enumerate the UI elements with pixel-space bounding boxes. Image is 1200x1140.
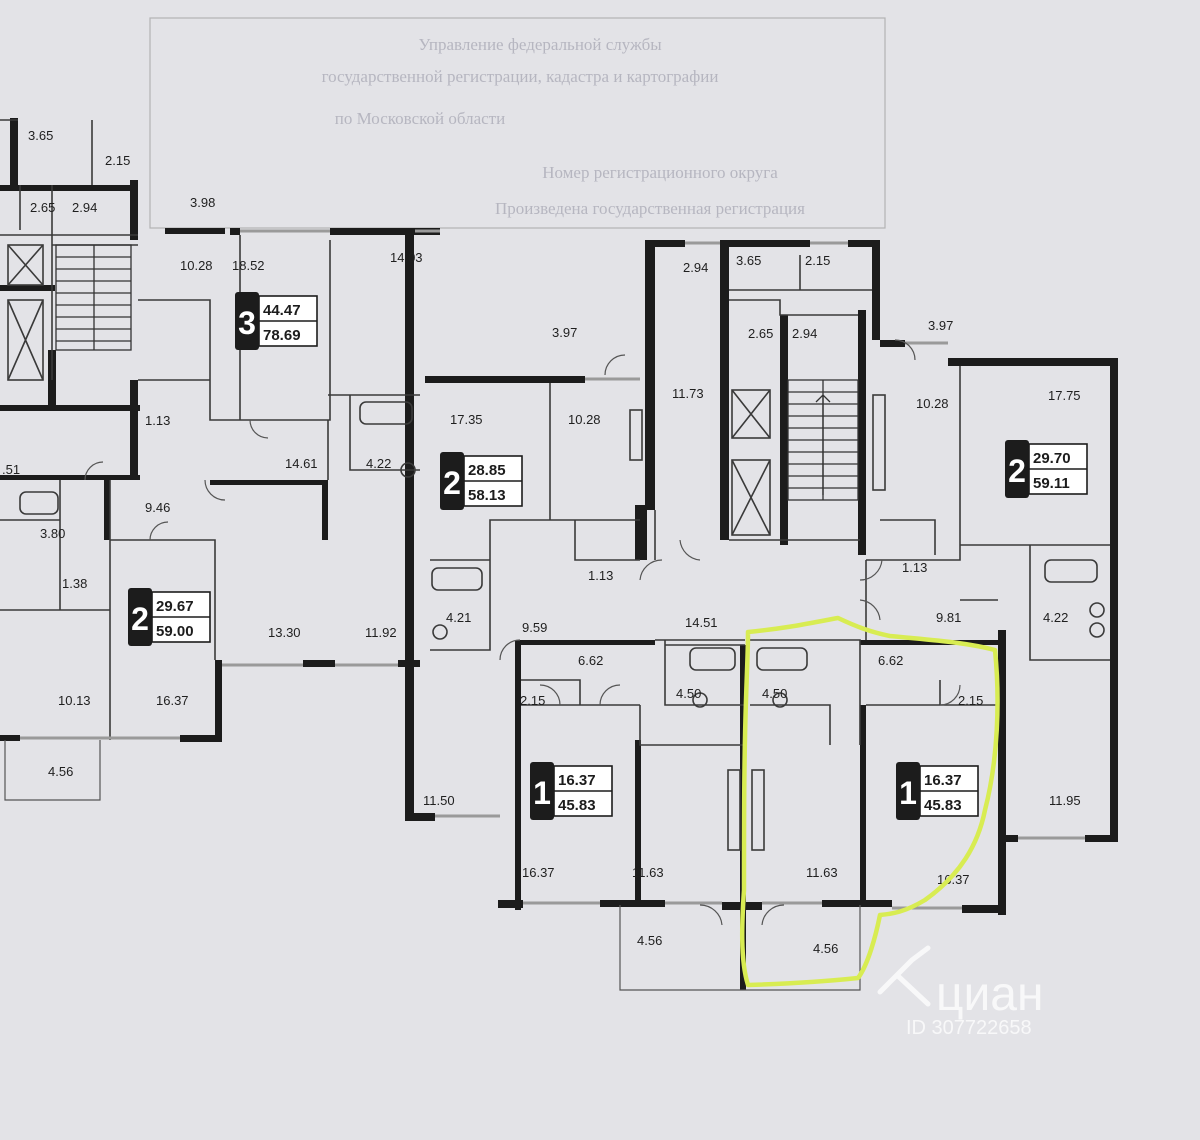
apartment-room-count: 2 bbox=[131, 601, 149, 637]
room-area-label: 2.15 bbox=[805, 253, 830, 268]
room-area-label: 4.56 bbox=[813, 941, 838, 956]
room-area-label: 6.62 bbox=[878, 653, 903, 668]
room-area-label: 11.95 bbox=[1049, 793, 1081, 808]
room-labels: 3.65 2.15 2.65 2.94 3.98 10.28 18.52 14.… bbox=[2, 128, 1081, 956]
watermark: циан ID 307722658 bbox=[877, 945, 1044, 1039]
apartment-room-count: 1 bbox=[533, 775, 551, 811]
apartment-room-count: 2 bbox=[1008, 453, 1026, 489]
room-area-label: 10.28 bbox=[568, 412, 601, 427]
room-area-label: 11.50 bbox=[423, 793, 455, 808]
walls bbox=[0, 118, 1118, 990]
room-area-label: 16.37 bbox=[522, 865, 555, 880]
room-area-label: 4.50 bbox=[676, 686, 701, 701]
room-area-label: 2.15 bbox=[105, 153, 130, 168]
room-area-label: 11.92 bbox=[365, 625, 397, 640]
room-area-label: 16.37 bbox=[156, 693, 189, 708]
room-area-label: .51 bbox=[2, 462, 20, 477]
room-area-label: 4.21 bbox=[446, 610, 471, 625]
elevator-icon bbox=[7, 244, 771, 536]
stamp-line: Произведена государственная регистрация bbox=[495, 199, 805, 218]
room-area-label: 2.15 bbox=[520, 693, 545, 708]
room-area-label: 9.59 bbox=[522, 620, 547, 635]
apartment-badge: 2 29.67 59.00 bbox=[128, 588, 211, 646]
apartment-living-area: 29.67 bbox=[156, 598, 194, 615]
door-icon bbox=[84, 339, 961, 926]
stamp-line: государственной регистрации, кадастра и … bbox=[322, 67, 719, 86]
highlight-outline bbox=[739, 615, 1000, 988]
apartment-total-area: 78.69 bbox=[263, 327, 301, 344]
room-area-label: 3.65 bbox=[736, 253, 761, 268]
room-area-label: 11.63 bbox=[806, 865, 838, 880]
room-area-label: 9.81 bbox=[936, 610, 961, 625]
room-area-label: 6.62 bbox=[578, 653, 603, 668]
room-area-label: 2.65 bbox=[748, 326, 773, 341]
apartment-living-area: 44.47 bbox=[263, 302, 301, 319]
room-area-label: 11.63 bbox=[632, 865, 664, 880]
room-area-label: 2.94 bbox=[683, 260, 708, 275]
room-area-label: 2.15 bbox=[958, 693, 983, 708]
room-area-label: 1.13 bbox=[588, 568, 613, 583]
room-area-label: 17.35 bbox=[450, 412, 483, 427]
room-area-label: 13.30 bbox=[268, 625, 301, 640]
room-area-label: 11.73 bbox=[672, 386, 704, 401]
room-area-label: 3.65 bbox=[28, 128, 53, 143]
watermark-brand: циан bbox=[936, 968, 1044, 1021]
room-area-label: 17.75 bbox=[1048, 388, 1081, 403]
room-area-label: 10.13 bbox=[58, 693, 91, 708]
stamp-line: по Московской области bbox=[335, 109, 505, 128]
room-area-label: 3.98 bbox=[190, 195, 215, 210]
stamp-line: Номер регистрационного округа bbox=[542, 163, 778, 182]
room-area-label: 10.28 bbox=[916, 396, 949, 411]
apartment-living-area: 16.37 bbox=[558, 772, 596, 789]
apartment-badge: 3 44.47 78.69 bbox=[235, 292, 318, 350]
room-area-label: 4.50 bbox=[762, 686, 787, 701]
apartment-room-count: 2 bbox=[443, 465, 461, 501]
room-area-label: 3.80 bbox=[40, 526, 65, 541]
room-area-label: 10.28 bbox=[180, 258, 213, 273]
registration-stamp: Управление федеральной службы государств… bbox=[149, 17, 886, 229]
apartment-living-area: 28.85 bbox=[468, 462, 506, 479]
apartment-badge: 2 29.70 59.11 bbox=[1005, 440, 1088, 498]
room-area-label: 14.51 bbox=[685, 615, 718, 630]
watermark-listing-id: ID 307722658 bbox=[906, 1017, 1032, 1039]
apartment-total-area: 59.11 bbox=[1033, 475, 1070, 492]
room-area-label: 4.56 bbox=[637, 933, 662, 948]
room-area-label: 2.65 bbox=[30, 200, 55, 215]
room-area-label: 4.22 bbox=[366, 456, 391, 471]
room-area-label: 2.94 bbox=[792, 326, 817, 341]
room-area-label: 1.38 bbox=[62, 576, 87, 591]
apartment-badge: 1 16.37 45.83 bbox=[896, 762, 979, 820]
room-area-label: 14.03 bbox=[390, 250, 423, 265]
stairs-icon bbox=[55, 244, 859, 501]
apartment-badge: 1 16.37 45.83 bbox=[530, 762, 613, 820]
room-area-label: 4.56 bbox=[48, 764, 73, 779]
room-area-label: 3.97 bbox=[928, 318, 953, 333]
room-area-label: 1.13 bbox=[145, 413, 170, 428]
apartment-total-area: 59.00 bbox=[156, 623, 194, 640]
room-area-label: 18.52 bbox=[232, 258, 265, 273]
room-area-label: 9.46 bbox=[145, 500, 170, 515]
brand-logo-icon bbox=[877, 945, 931, 1007]
room-area-label: 3.97 bbox=[552, 325, 577, 340]
apartment-total-area: 45.83 bbox=[558, 797, 596, 814]
apartment-total-area: 58.13 bbox=[468, 487, 506, 504]
room-area-label: 14.61 bbox=[285, 456, 318, 471]
room-area-label: 2.94 bbox=[72, 200, 97, 215]
apartment-living-area: 16.37 bbox=[924, 772, 962, 789]
stamp-line: Управление федеральной службы bbox=[418, 35, 662, 54]
apartment-room-count: 1 bbox=[899, 775, 917, 811]
apartment-badge: 2 28.85 58.13 bbox=[440, 452, 523, 510]
apartment-living-area: 29.70 bbox=[1033, 450, 1071, 467]
room-area-label: 1.13 bbox=[902, 560, 927, 575]
windows bbox=[20, 229, 1085, 910]
room-area-label: 4.22 bbox=[1043, 610, 1068, 625]
partitions bbox=[0, 119, 1110, 991]
bathtub-icon bbox=[19, 394, 1105, 851]
apartment-total-area: 45.83 bbox=[924, 797, 962, 814]
apartment-room-count: 3 bbox=[238, 305, 256, 341]
